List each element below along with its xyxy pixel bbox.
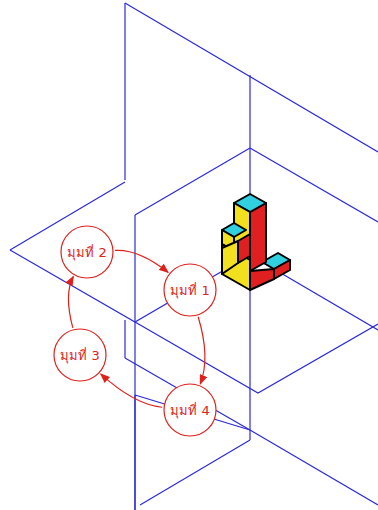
view-label: มุมที่ 2 [67, 242, 106, 263]
cycle-arrow [101, 374, 162, 407]
view-circle: มุมที่ 4 [163, 383, 217, 437]
view-label: มุมที่ 1 [170, 280, 209, 301]
view-label: มุมที่ 3 [60, 345, 99, 366]
cycle-arrow [68, 276, 73, 327]
view-circle: มุมที่ 3 [53, 328, 107, 382]
view-circle: มุมที่ 2 [60, 225, 114, 279]
view-label: มุมที่ 4 [170, 400, 209, 421]
cycle-arrow [198, 317, 205, 384]
cycle-arrow [115, 250, 168, 272]
view-circle: มุมที่ 1 [163, 263, 217, 317]
